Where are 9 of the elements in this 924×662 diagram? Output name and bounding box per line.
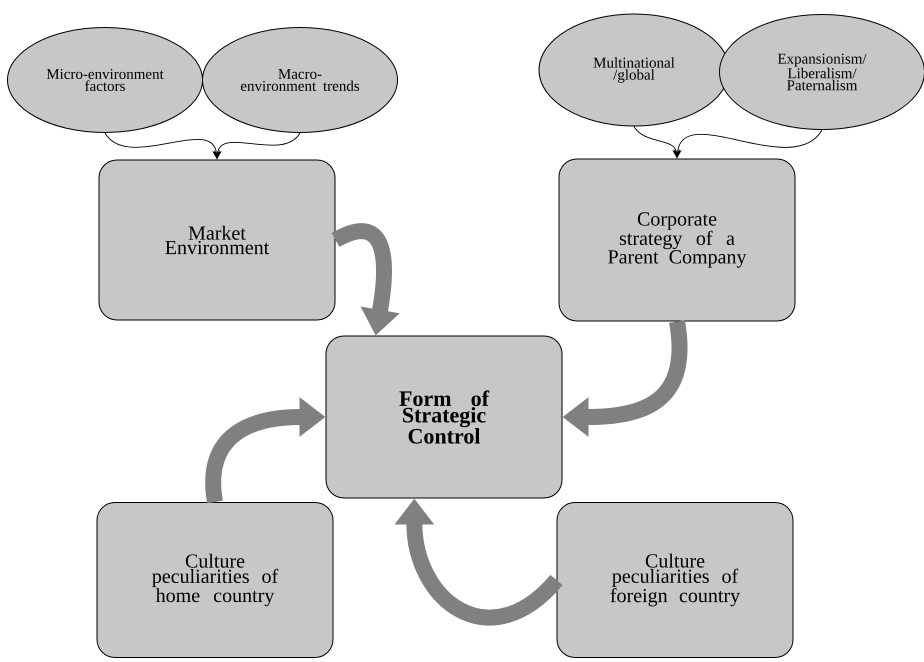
process-box: Corporate strategy of a Parent Company <box>558 158 796 322</box>
ellipse-node: Expansionism/ Liberalism/ Paternalism <box>719 14 924 130</box>
process-box: Market Environment <box>98 160 336 320</box>
process-box: Culture peculiarities of foreign country <box>556 502 794 658</box>
ellipse-node: Multinational /global <box>538 14 730 126</box>
ellipse-node: Macro-environment trends <box>202 27 398 133</box>
ellipse-node: Micro-environment factors <box>7 27 203 133</box>
process-box: Culture peculiarities of home country <box>96 502 334 658</box>
process-box: Form of Strategic Control <box>326 336 562 498</box>
